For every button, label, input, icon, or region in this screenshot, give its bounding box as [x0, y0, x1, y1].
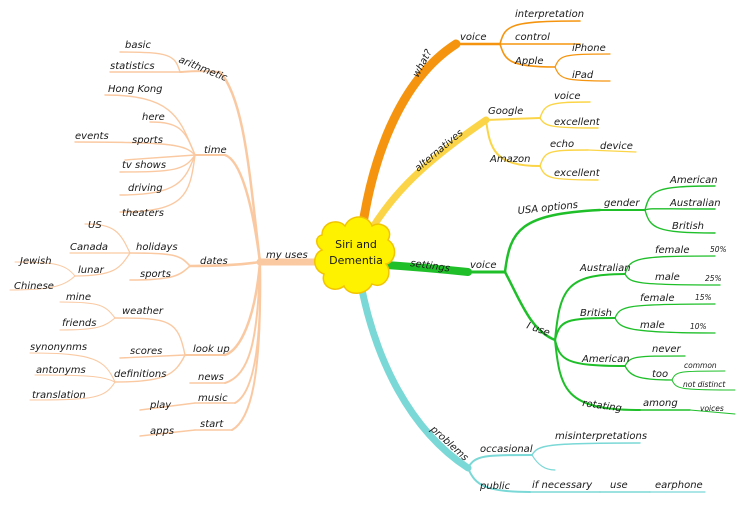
label-what-voice: voice — [460, 32, 486, 43]
label-australian-option: Australian — [669, 198, 721, 209]
label-echo: echo — [550, 139, 574, 150]
label-antonyms: antonyms — [36, 365, 86, 376]
label-news: news — [198, 372, 224, 383]
label-interpretation: interpretation — [515, 9, 584, 20]
label-us: US — [88, 220, 102, 231]
center-node: Siri and Dementia — [314, 216, 396, 294]
label-not-distinct: not distinct — [683, 380, 726, 389]
label-gender: gender — [604, 198, 640, 209]
label-dates-sports: sports — [140, 269, 171, 280]
label-br-male: male — [640, 320, 665, 331]
label-hong-kong: Hong Kong — [108, 84, 163, 95]
label-mine: mine — [66, 292, 91, 303]
label-iphone: iPhone — [572, 43, 606, 54]
label-use: use — [610, 480, 628, 491]
label-play: play — [149, 400, 172, 411]
label-au-female-pct: 50% — [710, 245, 727, 254]
label-chinese: Chinese — [14, 281, 54, 292]
label-lunar: lunar — [78, 265, 105, 276]
label-google-voice: voice — [554, 91, 580, 102]
label-definitions: definitions — [114, 369, 166, 380]
label-voices: voices — [700, 404, 724, 413]
label-public: public — [479, 481, 511, 492]
label-american-use: American — [581, 354, 630, 365]
labels-my-uses: my uses arithmetic basic statistics time… — [14, 40, 308, 437]
label-br-female-pct: 15% — [695, 293, 712, 302]
label-apple: Apple — [514, 56, 543, 67]
center-cloud-shape — [314, 216, 396, 294]
label-time: time — [204, 145, 227, 156]
label-tv-shows: tv shows — [122, 160, 166, 171]
branch-problems — [356, 276, 706, 493]
label-if-necessary: if necessary — [532, 480, 593, 491]
label-events: events — [75, 131, 109, 142]
branches — [9, 20, 736, 493]
labels-problems: problems occasional misinterpretations p… — [427, 423, 702, 492]
label-google-excellent: excellent — [554, 117, 601, 128]
label-my-uses: my uses — [266, 250, 308, 261]
label-start: start — [200, 419, 224, 430]
label-driving: driving — [128, 183, 163, 194]
label-arithmetic: arithmetic — [177, 55, 229, 85]
label-settings: settings — [410, 258, 451, 274]
label-scores: scores — [130, 346, 162, 357]
center-title-line1: Siri and — [335, 238, 377, 251]
label-music: music — [198, 393, 228, 404]
label-alternatives: alternatives — [413, 128, 466, 175]
label-sports: sports — [132, 135, 163, 146]
label-settings-voice: voice — [470, 260, 496, 271]
label-device: device — [600, 141, 633, 152]
label-au-female: female — [655, 245, 689, 256]
label-canada: Canada — [70, 242, 108, 253]
label-au-male: male — [655, 272, 680, 283]
label-amazon-excellent: excellent — [554, 168, 601, 179]
label-misinterpretations: misinterpretations — [555, 431, 647, 442]
label-here: here — [142, 112, 165, 123]
label-theaters: theaters — [122, 208, 164, 219]
label-apps: apps — [150, 426, 174, 437]
label-british: British — [580, 308, 612, 319]
label-synonynms: synonynms — [30, 342, 87, 353]
label-au-male-pct: 25% — [705, 274, 722, 283]
label-british-option: British — [672, 221, 704, 232]
label-usa-options: USA options — [517, 200, 578, 217]
label-basic: basic — [125, 40, 151, 51]
label-i-use: I use — [525, 320, 551, 338]
label-google: Google — [488, 106, 523, 117]
branch-what — [355, 20, 611, 250]
label-dates: dates — [200, 256, 228, 267]
label-earphone: earphone — [655, 480, 703, 491]
label-translation: translation — [32, 390, 86, 401]
center-title-line2: Dementia — [329, 254, 383, 267]
label-control: control — [515, 32, 550, 43]
label-friends: friends — [62, 318, 96, 329]
label-holidays: holidays — [136, 242, 178, 253]
label-amazon: Amazon — [489, 154, 530, 165]
label-jewish: Jewish — [18, 256, 52, 267]
label-american-option: American — [669, 175, 718, 186]
label-br-female: female — [640, 293, 674, 304]
label-too: too — [652, 369, 668, 380]
label-ipad: iPad — [572, 70, 594, 81]
label-weather: weather — [122, 306, 164, 317]
labels-what: what? voice interpretation control Apple… — [411, 9, 606, 81]
label-rotating: rotating — [582, 398, 623, 414]
label-among: among — [643, 398, 678, 409]
label-never: never — [652, 344, 682, 355]
label-common: common — [684, 361, 717, 370]
label-statistics: statistics — [110, 61, 155, 72]
label-occasional: occasional — [480, 444, 533, 455]
label-australian: Australian — [579, 263, 631, 274]
label-br-male-pct: 10% — [690, 322, 707, 331]
branch-settings — [351, 185, 736, 415]
label-look-up: look up — [193, 344, 230, 355]
labels-settings: settings voice USA options gender Americ… — [410, 175, 727, 414]
